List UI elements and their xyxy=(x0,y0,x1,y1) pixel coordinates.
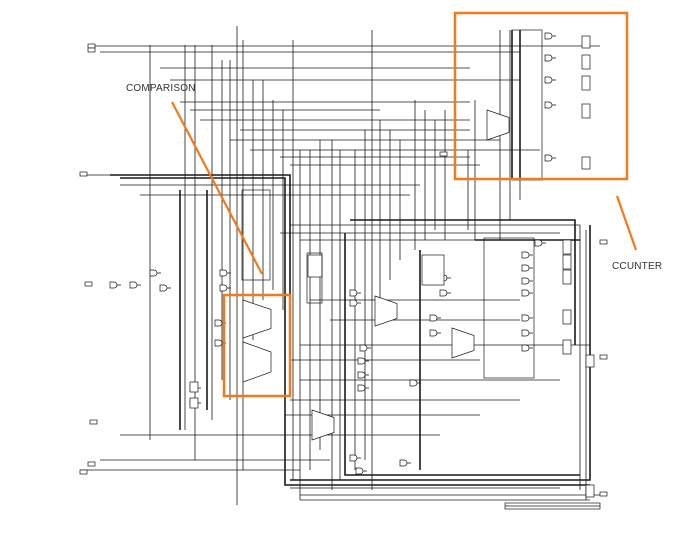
flip-flop-icon xyxy=(189,397,199,409)
logic-gate-icon xyxy=(521,264,530,272)
comparator-icon xyxy=(242,341,272,383)
register-block xyxy=(241,189,271,281)
bus-wire xyxy=(120,177,590,486)
logic-gate-icon xyxy=(357,371,366,379)
logic-gate-icon xyxy=(214,319,223,327)
logic-gate-icon xyxy=(544,32,553,40)
logic-gate-icon xyxy=(544,101,553,109)
counter-pointer xyxy=(615,195,638,251)
multiplexer-icon xyxy=(374,295,398,327)
logic-gate-icon xyxy=(214,339,223,347)
logic-gate-icon xyxy=(129,281,138,289)
multiplexer-icon xyxy=(451,327,475,359)
logic-gate-icon xyxy=(349,454,358,462)
logic-gate-icon xyxy=(521,329,530,337)
flip-flop-icon xyxy=(562,269,572,285)
register-block xyxy=(511,29,543,181)
logic-gate-icon xyxy=(109,281,118,289)
logic-gate-icon xyxy=(534,239,543,247)
comparison-pointer xyxy=(171,101,263,275)
flip-flop-icon xyxy=(581,156,591,170)
flip-flop-icon xyxy=(307,254,323,278)
terminal-marker xyxy=(599,491,608,497)
multiplexer-icon xyxy=(486,109,510,141)
logic-gate-icon xyxy=(355,467,364,475)
comparison-label: COMPARISON xyxy=(126,83,196,94)
bus-wire xyxy=(110,174,291,300)
logic-gate-icon xyxy=(349,289,358,297)
terminal-marker xyxy=(599,354,608,360)
flip-flop-icon xyxy=(421,254,445,286)
multiplexer-icon xyxy=(311,409,335,441)
logic-gate-icon xyxy=(544,54,553,62)
logic-gate-icon xyxy=(159,284,168,292)
logic-gate-icon xyxy=(219,269,228,277)
flip-flop-icon xyxy=(562,254,572,270)
logic-gate-icon xyxy=(357,384,366,392)
register-block xyxy=(306,252,323,304)
flip-flop-icon xyxy=(585,354,595,368)
highlight-layer xyxy=(171,11,638,398)
counter-highlight-box xyxy=(453,11,629,181)
terminal-marker xyxy=(599,239,608,245)
logic-gate-icon xyxy=(439,289,448,297)
flip-flop-icon xyxy=(189,381,199,393)
flip-flop-icon xyxy=(562,339,572,355)
bus-wire xyxy=(350,219,576,345)
terminal-marker xyxy=(87,461,96,467)
logic-gate-icon xyxy=(349,299,358,307)
logic-gate-icon xyxy=(521,344,530,352)
logic-gate-icon xyxy=(521,289,530,297)
logic-gate-icon xyxy=(544,154,553,162)
register-block xyxy=(483,237,535,379)
wire-network xyxy=(80,26,600,507)
logic-gate-icon xyxy=(521,314,530,322)
logic-gate-icon xyxy=(429,314,438,322)
terminal-marker xyxy=(89,419,98,425)
terminal-marker xyxy=(79,171,88,177)
terminal-marker xyxy=(439,151,448,157)
component-layer xyxy=(79,29,608,510)
logic-gate-icon xyxy=(429,329,438,337)
logic-gate-icon xyxy=(219,284,228,292)
flip-flop-icon xyxy=(581,103,591,119)
flip-flop-icon xyxy=(585,484,595,498)
logic-gate-icon xyxy=(544,76,553,84)
logic-gate-icon xyxy=(399,459,408,467)
flip-flop-icon xyxy=(581,35,591,49)
terminal-marker xyxy=(87,47,96,53)
logic-gate-icon xyxy=(409,379,418,387)
counter-label: CCUNTER xyxy=(612,261,663,272)
comparator-icon xyxy=(242,299,272,339)
terminal-marker xyxy=(84,281,93,287)
title-block xyxy=(504,502,601,510)
flip-flop-icon xyxy=(562,309,572,325)
logic-gate-icon xyxy=(149,269,158,277)
logic-gate-icon xyxy=(521,251,530,259)
logic-gate-icon xyxy=(359,344,368,352)
flip-flop-icon xyxy=(581,54,591,70)
bus-wire xyxy=(344,233,580,476)
terminal-marker xyxy=(79,469,88,475)
flip-flop-icon xyxy=(581,75,591,91)
logic-gate-icon xyxy=(357,357,366,365)
bus-wires xyxy=(110,30,591,486)
comparison-highlight-box xyxy=(222,293,292,398)
logic-gate-icon xyxy=(521,277,530,285)
bus-wire xyxy=(290,225,591,481)
terminal-marker xyxy=(87,43,96,49)
flip-flop-icon xyxy=(562,239,572,255)
